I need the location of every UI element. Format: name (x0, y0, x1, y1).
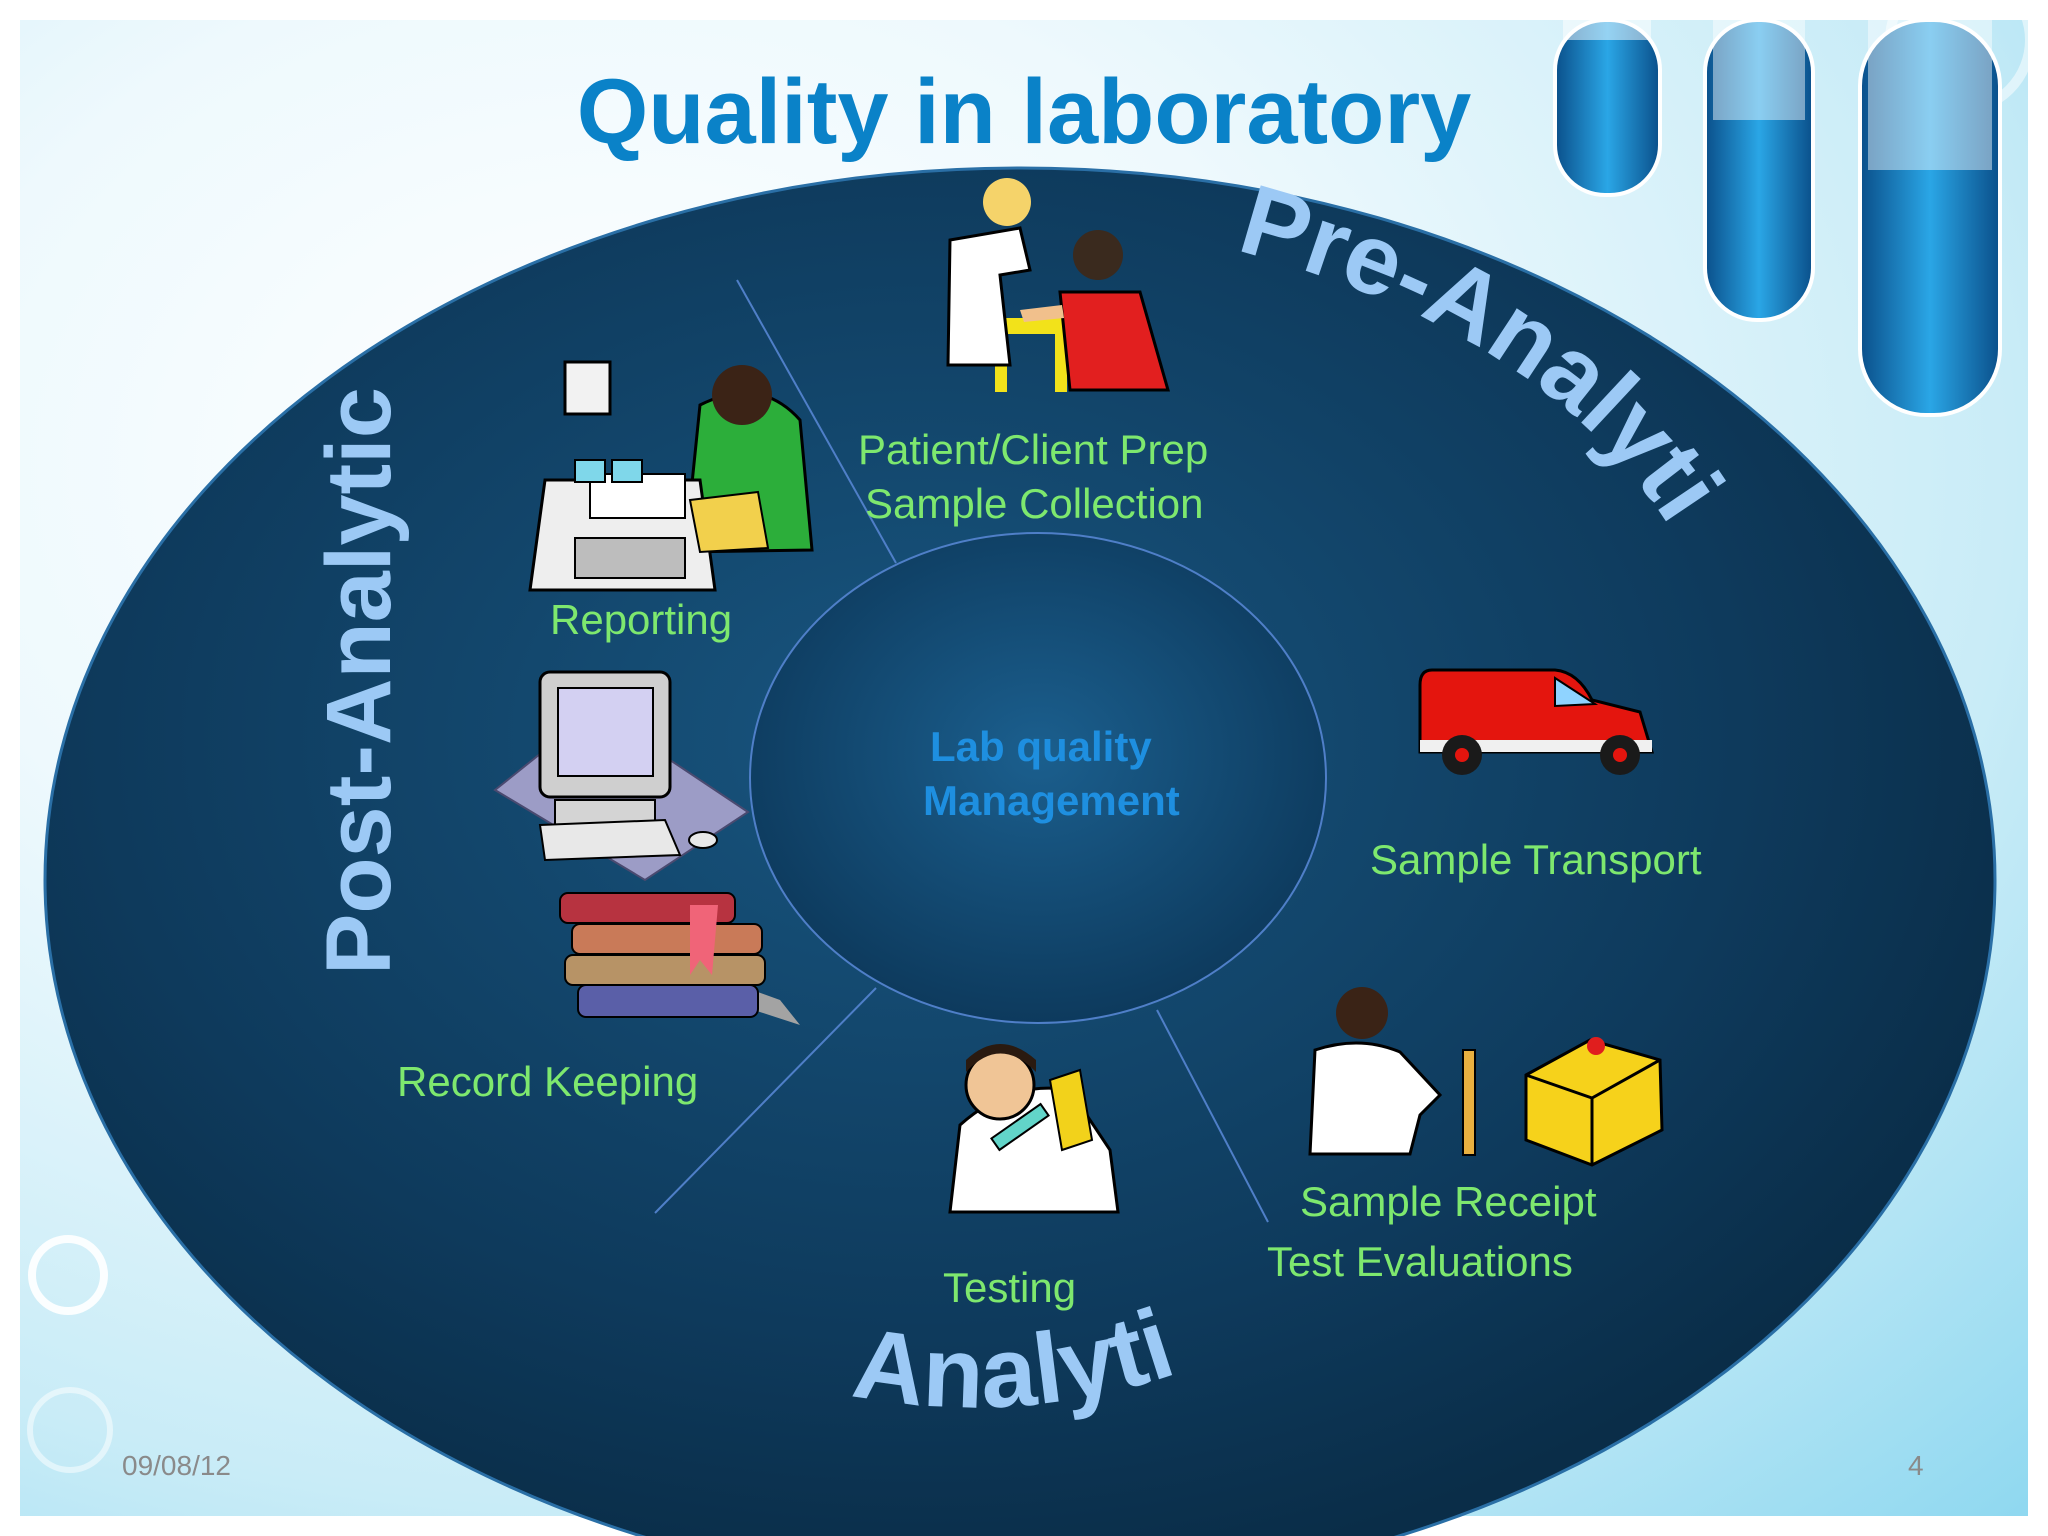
label-record-keeping: Record Keeping (397, 1058, 699, 1105)
divider-line (736, 279, 897, 564)
label-sample-collection: Sample Collection (865, 480, 1204, 527)
slide-title: Quality in laboratory (576, 61, 1472, 163)
label-test-evaluations: Test Evaluations (1267, 1238, 1573, 1285)
label-sample-receipt: Sample Receipt (1300, 1178, 1597, 1225)
bubble-decoration (28, 1235, 108, 1315)
transport-van-icon (1418, 668, 1655, 775)
label-testing: Testing (943, 1264, 1077, 1311)
label-sample-transport: Sample Transport (1370, 836, 1702, 883)
reporting-icon (528, 360, 814, 592)
center-circle (749, 532, 1327, 1024)
testing-scientist-icon (948, 1044, 1120, 1214)
footer-date: 09/08/12 (122, 1450, 231, 1481)
divider-line (1156, 1009, 1269, 1223)
books-icon (559, 892, 800, 1025)
center-label-line1: Lab quality (930, 723, 1152, 770)
label-patient-prep: Patient/Client Prep (858, 426, 1209, 473)
bubble-decoration (27, 1387, 113, 1473)
phase-post-analytic: Post-Analytic (308, 387, 410, 975)
divider-line (654, 987, 877, 1214)
test-tubes-icon (1553, 18, 2002, 417)
label-reporting: Reporting (550, 596, 733, 643)
center-label-line2: Management (923, 777, 1180, 824)
computer-icon (493, 670, 750, 882)
sample-receipt-icon (1308, 987, 1664, 1167)
patient-collection-icon (946, 178, 1170, 392)
footer-page-number: 4 (1908, 1450, 1924, 1481)
